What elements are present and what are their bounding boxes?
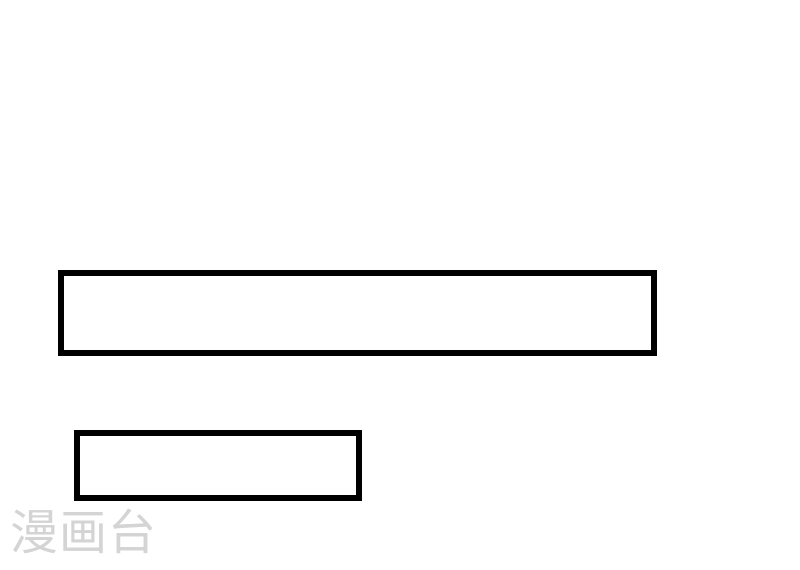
wide-text-box	[58, 270, 657, 356]
small-text-box	[74, 430, 362, 501]
watermark-text: 漫画台	[10, 505, 158, 561]
